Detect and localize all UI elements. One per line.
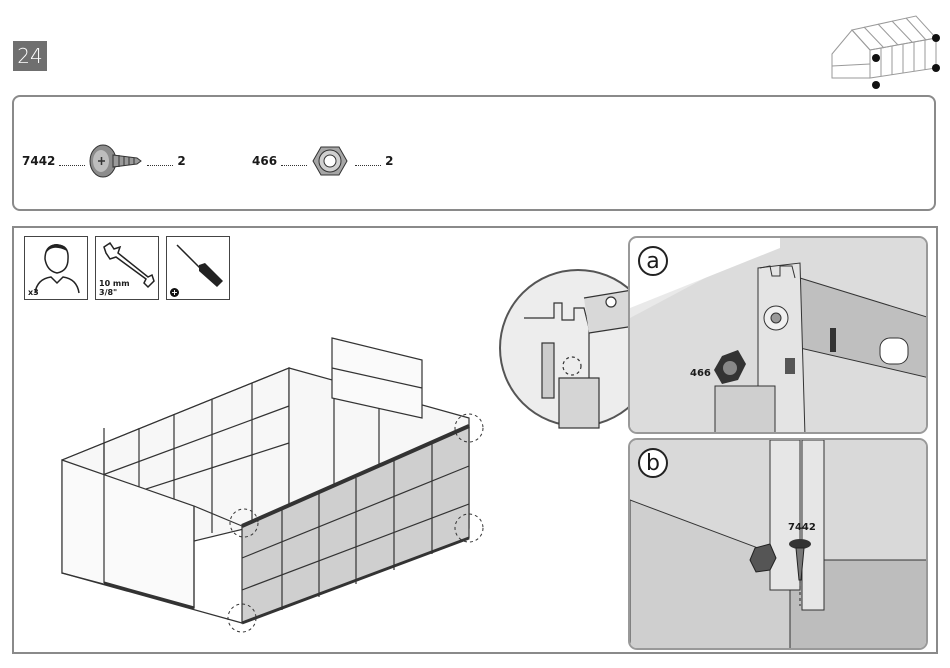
detail-b-drawing — [630, 440, 928, 650]
detail-a-part-code: 466 — [690, 368, 711, 379]
part-qty: 2 — [385, 154, 393, 168]
part-code: 7442 — [22, 154, 55, 168]
step-number: 24 — [13, 41, 47, 71]
detail-b-part-code: 7442 — [788, 522, 816, 533]
part-7442: 7442 2 — [22, 143, 186, 179]
detail-a-drawing — [630, 238, 928, 434]
detail-panel-b: b 7442 — [628, 438, 928, 650]
greenhouse-thumbnail-icon — [826, 12, 942, 92]
part-466: 466 2 — [252, 143, 393, 179]
hex-nut-icon — [311, 143, 351, 179]
detail-label-b: b — [638, 448, 668, 478]
screw-icon — [89, 143, 143, 179]
part-qty: 2 — [177, 154, 185, 168]
detail-label-a: a — [638, 246, 668, 276]
part-code: 466 — [252, 154, 277, 168]
detail-panel-a: a 466 — [628, 236, 928, 434]
parts-list: 7442 2 466 2 — [12, 95, 936, 211]
